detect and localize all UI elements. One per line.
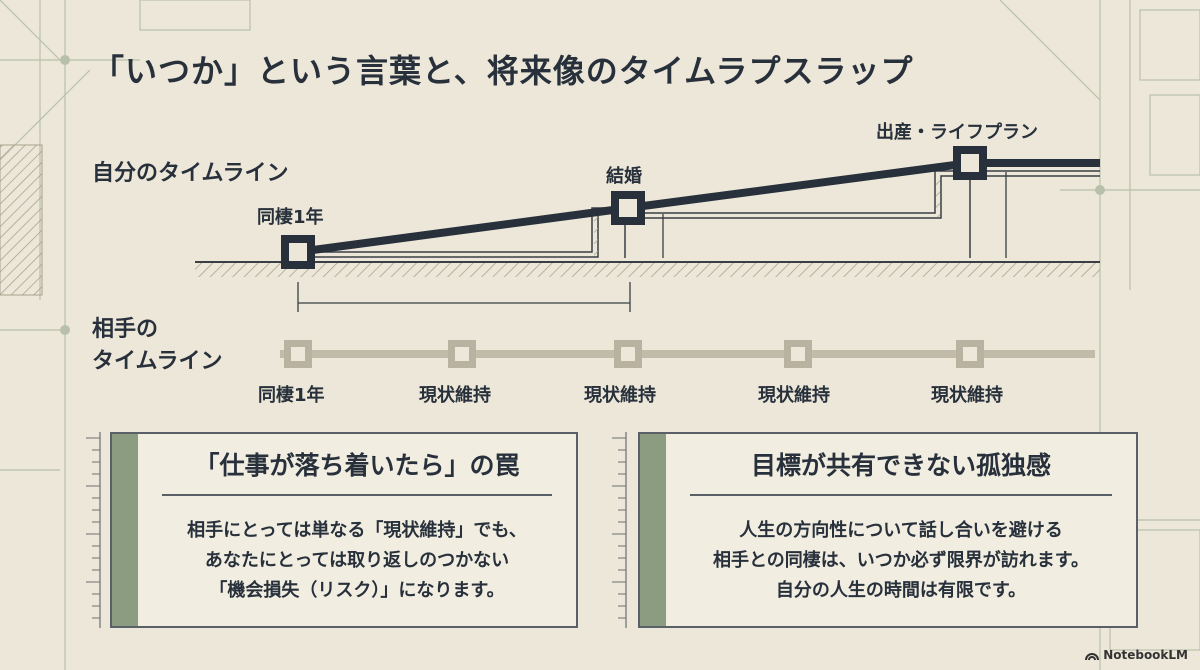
panel-trap: 「仕事が落ち着いたら」の罠 相手にとっては単なる「現状維持」でも、 あなたにとっ… <box>110 432 578 628</box>
panel-divider <box>690 494 1112 496</box>
self-milestone-node-center <box>289 243 307 261</box>
partner-milestone-node-center <box>963 347 977 361</box>
self-event-label: 出産・ライフプラン <box>876 122 1038 143</box>
self-event-label: 同棲1年 <box>257 207 324 228</box>
panel-loneliness: 目標が共有できない孤独感 人生の方向性について話し合いを避ける 相手との同棲は、… <box>638 432 1138 628</box>
panel-body-line: 人生の方向性について話し合いを避ける <box>739 520 1063 541</box>
panel-body-line: 相手にとっては単なる「現状維持」でも、 <box>187 520 527 541</box>
partner-event-label: 現状維持 <box>931 385 1003 406</box>
partner-event-label: 現状維持 <box>584 385 656 406</box>
panel-title: 「仕事が落ち着いたら」の罠 <box>194 451 520 480</box>
partner-event-label: 同棲1年 <box>258 385 325 406</box>
ground-hatching <box>195 263 1100 277</box>
self-milestone-node-center <box>619 199 637 217</box>
dimension-lines <box>297 172 1007 312</box>
panel-body-line: あなたにとっては取り返しのつかない <box>204 550 510 571</box>
panel-title: 目標が共有できない孤独感 <box>750 451 1051 480</box>
partner-timeline-label-line2: タイムライン <box>92 349 223 374</box>
panel-body-line: 「機会損失（リスク）」になります。 <box>209 580 505 601</box>
partner-milestone-node-center <box>791 347 805 361</box>
panel-body-line: 相手との同棲は、いつか必ず限界が訪れます。 <box>712 550 1090 571</box>
panel-accent-bar <box>112 434 138 626</box>
partner-event-label: 現状維持 <box>758 385 830 406</box>
partner-milestone-node-center <box>621 347 635 361</box>
partner-milestone-node-center <box>291 347 305 361</box>
partner-milestone-node-center <box>455 347 469 361</box>
self-timeline-label: 自分のタイムライン <box>92 161 289 186</box>
notebooklm-logo: NotebookLM <box>1085 648 1188 662</box>
self-milestone-node-center <box>961 154 979 172</box>
panel-body: 相手にとっては単なる「現状維持」でも、 あなたにとっては取り返しのつかない 「機… <box>138 516 576 606</box>
panel-body: 人生の方向性について話し合いを避ける 相手との同棲は、いつか必ず限界が訪れます。… <box>666 516 1136 606</box>
logo-text: NotebookLM <box>1103 648 1188 662</box>
panel-accent-bar <box>640 434 666 626</box>
page-title: 「いつか」という言葉と、将来像のタイムラプスラップ <box>92 52 914 90</box>
notebooklm-icon <box>1085 653 1100 661</box>
partner-event-label: 現状維持 <box>419 385 491 406</box>
panel-divider <box>162 494 552 496</box>
partner-timeline-label-line1: 相手の <box>92 317 159 342</box>
self-progress-line <box>297 159 1100 256</box>
self-event-label: 結婚 <box>606 166 642 187</box>
panel-body-line: 自分の人生の時間は有限です。 <box>775 580 1027 601</box>
